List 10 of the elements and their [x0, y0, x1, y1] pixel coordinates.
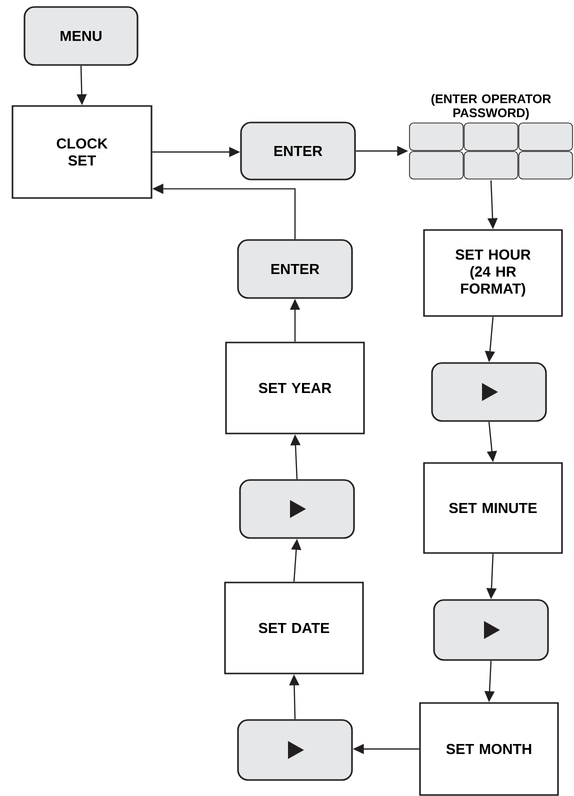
process-box: SET MINUTE — [423, 462, 563, 554]
process-box: SET YEAR — [225, 342, 365, 434]
process-box: SET DATE — [224, 582, 364, 674]
button: MENU — [24, 6, 138, 66]
process-box: CLOCK SET — [12, 105, 152, 199]
heading: (ENTER OPERATOR PASSWORD) — [431, 94, 551, 120]
button: ENTER — [240, 122, 356, 180]
button: ENTER — [237, 239, 353, 299]
process-box: SET HOUR (24 HR FORMAT) — [423, 229, 563, 317]
process-box: SET MONTH — [419, 702, 559, 796]
